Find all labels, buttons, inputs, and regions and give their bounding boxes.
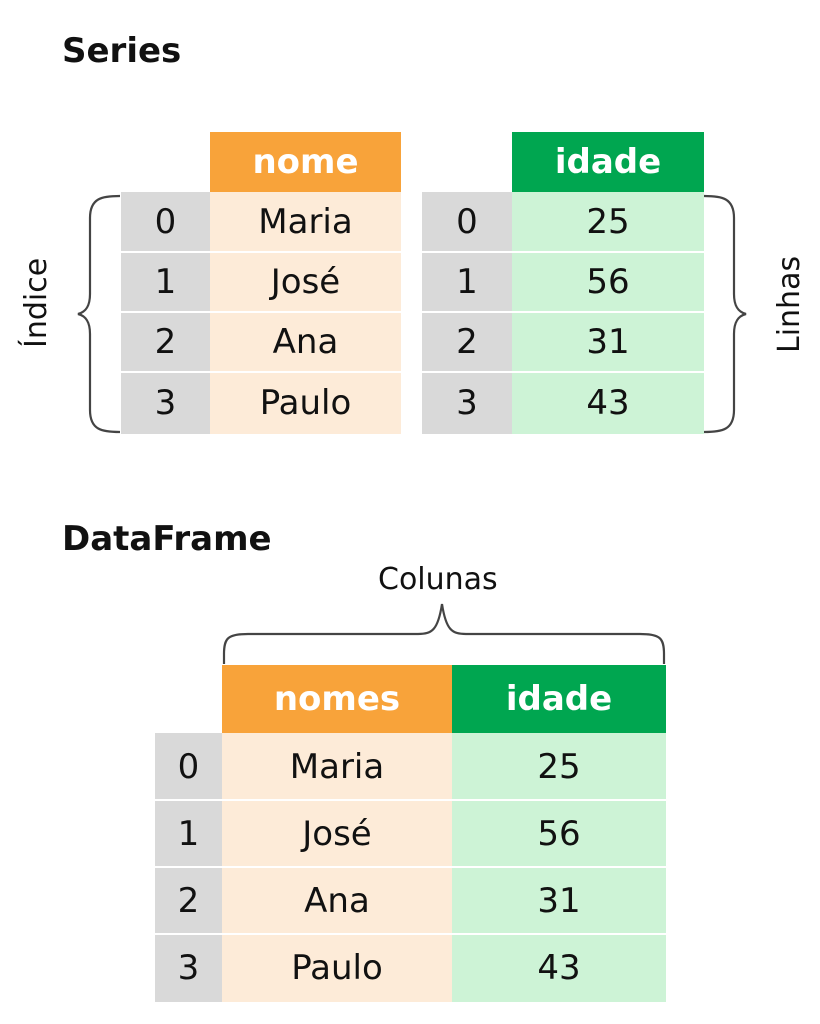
rows-label: Linhas — [772, 255, 807, 353]
rows-brace — [703, 194, 747, 434]
dataframe-name-cell: Paulo — [222, 934, 452, 1002]
dataframe-name-cell: Ana — [222, 867, 452, 934]
series-title: Series — [62, 31, 182, 71]
series-idade-index-cell: 0 — [422, 192, 512, 252]
row-separator — [422, 311, 704, 313]
dataframe-index-cell: 1 — [155, 800, 222, 867]
dataframe-index-cell: 3 — [155, 934, 222, 1002]
series-idade-value-cell: 56 — [512, 252, 704, 312]
dataframe-name-cell: José — [222, 800, 452, 867]
series-nome-index-cell: 2 — [121, 312, 210, 372]
series-nome-value-cell: Ana — [210, 312, 401, 372]
series-idade-index-cell: 3 — [422, 372, 512, 434]
dataframe-nomes-header: nomes — [222, 665, 452, 733]
dataframe-age-cell: 25 — [452, 733, 666, 800]
dataframe-age-cell: 43 — [452, 934, 666, 1002]
series-idade-header: idade — [512, 132, 704, 192]
series-nome-index-cell: 0 — [121, 192, 210, 252]
dataframe-idade-header: idade — [452, 665, 666, 733]
row-separator — [121, 311, 401, 313]
dataframe-index-cell: 2 — [155, 867, 222, 934]
index-label: Índice — [19, 257, 54, 348]
series-idade-value-cell: 25 — [512, 192, 704, 252]
series-nome-value-cell: Paulo — [210, 372, 401, 434]
index-brace — [77, 194, 121, 434]
row-separator — [422, 371, 704, 373]
dataframe-age-cell: 56 — [452, 800, 666, 867]
row-separator — [155, 866, 666, 868]
columns-label: Colunas — [378, 562, 498, 597]
row-separator — [155, 933, 666, 935]
row-separator — [422, 251, 704, 253]
series-nome-index-cell: 3 — [121, 372, 210, 434]
row-separator — [155, 799, 666, 801]
series-nome-index-cell: 1 — [121, 252, 210, 312]
series-nome-header: nome — [210, 132, 401, 192]
series-nome-value-cell: José — [210, 252, 401, 312]
dataframe-title: DataFrame — [62, 519, 272, 559]
series-idade-value-cell: 31 — [512, 312, 704, 372]
dataframe-index-cell: 0 — [155, 733, 222, 800]
row-separator — [121, 371, 401, 373]
dataframe-name-cell: Maria — [222, 733, 452, 800]
row-separator — [121, 251, 401, 253]
series-idade-value-cell: 43 — [512, 372, 704, 434]
dataframe-age-cell: 31 — [452, 867, 666, 934]
columns-brace — [222, 603, 666, 664]
series-idade-index-cell: 2 — [422, 312, 512, 372]
series-idade-index-cell: 1 — [422, 252, 512, 312]
series-nome-value-cell: Maria — [210, 192, 401, 252]
